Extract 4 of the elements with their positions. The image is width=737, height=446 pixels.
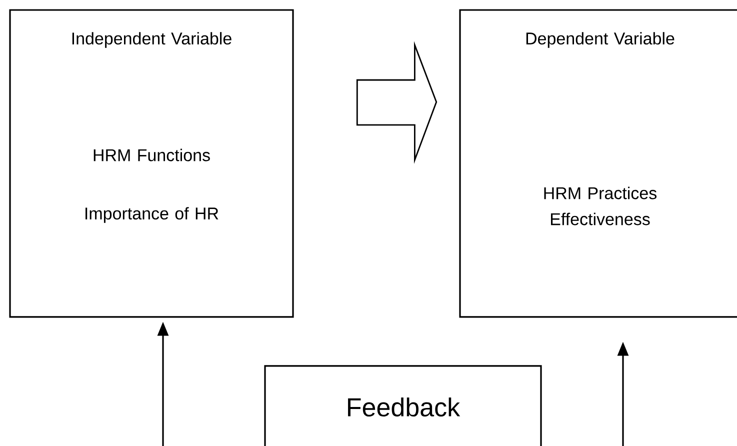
block-arrow	[356, 41, 438, 164]
text-box: Feedback	[264, 365, 542, 446]
text-box: Independent Variable HRM Functions Importance of HR	[9, 9, 294, 318]
text-box: Dependent Variable HRM Practices Effectiveness	[459, 9, 737, 318]
